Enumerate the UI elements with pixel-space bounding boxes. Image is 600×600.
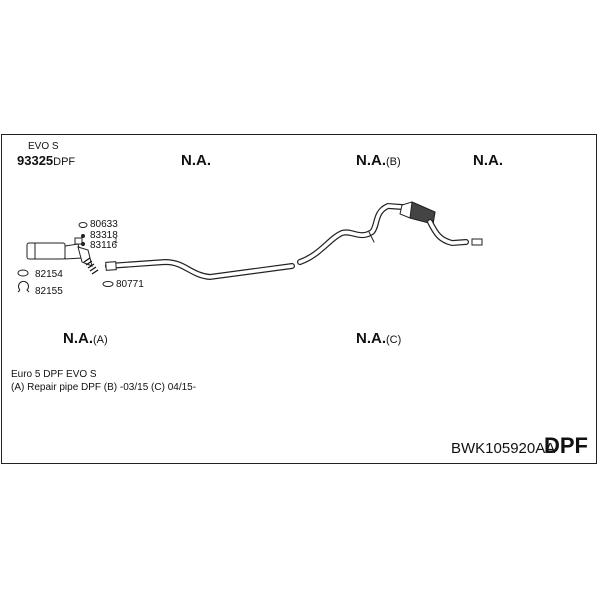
na-label-4: N.A.(A) bbox=[63, 330, 108, 347]
note-line-1: Euro 5 DPF EVO S bbox=[11, 369, 97, 380]
variant-label: EVO S bbox=[28, 141, 59, 152]
diagram-frame bbox=[1, 134, 597, 464]
nut-83116-icon bbox=[80, 241, 86, 247]
main-part-number: 93325 bbox=[17, 153, 54, 168]
na-label-2: N.A.(B) bbox=[356, 152, 401, 169]
part-83116-qty: 1 bbox=[114, 238, 118, 245]
part-83116: 83116 bbox=[90, 240, 118, 251]
part-80771: 80771 bbox=[116, 279, 144, 290]
gasket-80633-icon bbox=[78, 222, 88, 228]
part-80633: 80633 bbox=[90, 219, 118, 230]
na-label-3: N.A. bbox=[473, 152, 503, 169]
clamp-82155-icon bbox=[17, 281, 30, 293]
gasket-82154-icon bbox=[17, 269, 29, 277]
main-part-suffix: DPF bbox=[53, 156, 76, 168]
part-82154: 82154 bbox=[35, 269, 63, 280]
bolt-83318-icon bbox=[81, 234, 85, 238]
na-label-1: N.A. bbox=[181, 152, 211, 169]
part-83318: 83318 bbox=[90, 230, 118, 241]
flex-bellow bbox=[83, 257, 99, 275]
dpf-unit bbox=[26, 237, 93, 267]
na-label-5: N.A.(C) bbox=[356, 330, 402, 347]
note-line-2: (A) Repair pipe DPF (B) -03/15 (C) 04/15… bbox=[11, 382, 197, 393]
part-82155: 82155 bbox=[35, 286, 63, 297]
main-part-label: 93325DPF bbox=[17, 153, 75, 169]
gasket-80771-icon bbox=[102, 281, 114, 287]
kit-type: DPF bbox=[544, 433, 588, 458]
kit-code: BWK105920AA bbox=[451, 440, 556, 457]
